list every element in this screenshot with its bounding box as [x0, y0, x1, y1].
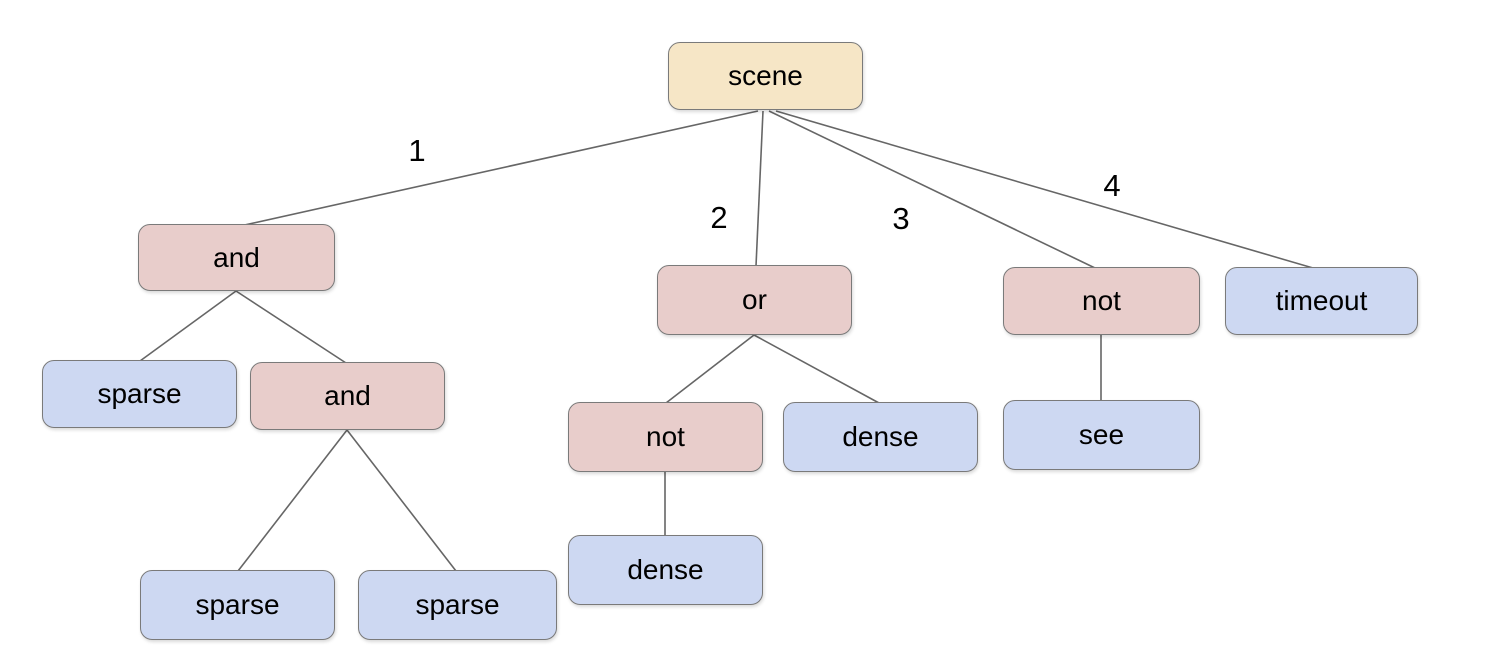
- edge-scene-not: [768, 110, 1096, 269]
- edge-or-not: [665, 334, 755, 404]
- edge-or-dense: [753, 334, 880, 404]
- node-and-2: and: [250, 362, 445, 430]
- node-or: or: [657, 265, 852, 335]
- edge-label-4: 4: [1103, 168, 1120, 203]
- node-dense-1: dense: [783, 402, 978, 472]
- node-see: see: [1003, 400, 1200, 470]
- edge-and2-sparse2: [237, 429, 348, 572]
- node-and-1: and: [138, 224, 335, 291]
- node-sparse-3: sparse: [358, 570, 557, 640]
- edge-label-2: 2: [710, 200, 727, 235]
- edge-scene-and: [239, 110, 759, 227]
- edge-scene-timeout: [775, 110, 1314, 269]
- node-timeout: timeout: [1225, 267, 1418, 335]
- node-sparse-2: sparse: [140, 570, 335, 640]
- edge-label-3: 3: [892, 201, 909, 236]
- node-not-2: not: [568, 402, 763, 472]
- edge-label-1: 1: [408, 133, 425, 168]
- edge-and-sparse: [139, 290, 237, 362]
- edge-and-and: [235, 290, 347, 364]
- edge-scene-or: [755, 110, 764, 267]
- node-scene: scene: [668, 42, 863, 110]
- node-sparse-1: sparse: [42, 360, 237, 428]
- edge-and2-sparse3: [346, 429, 457, 572]
- node-dense-2: dense: [568, 535, 763, 605]
- node-not-1: not: [1003, 267, 1200, 335]
